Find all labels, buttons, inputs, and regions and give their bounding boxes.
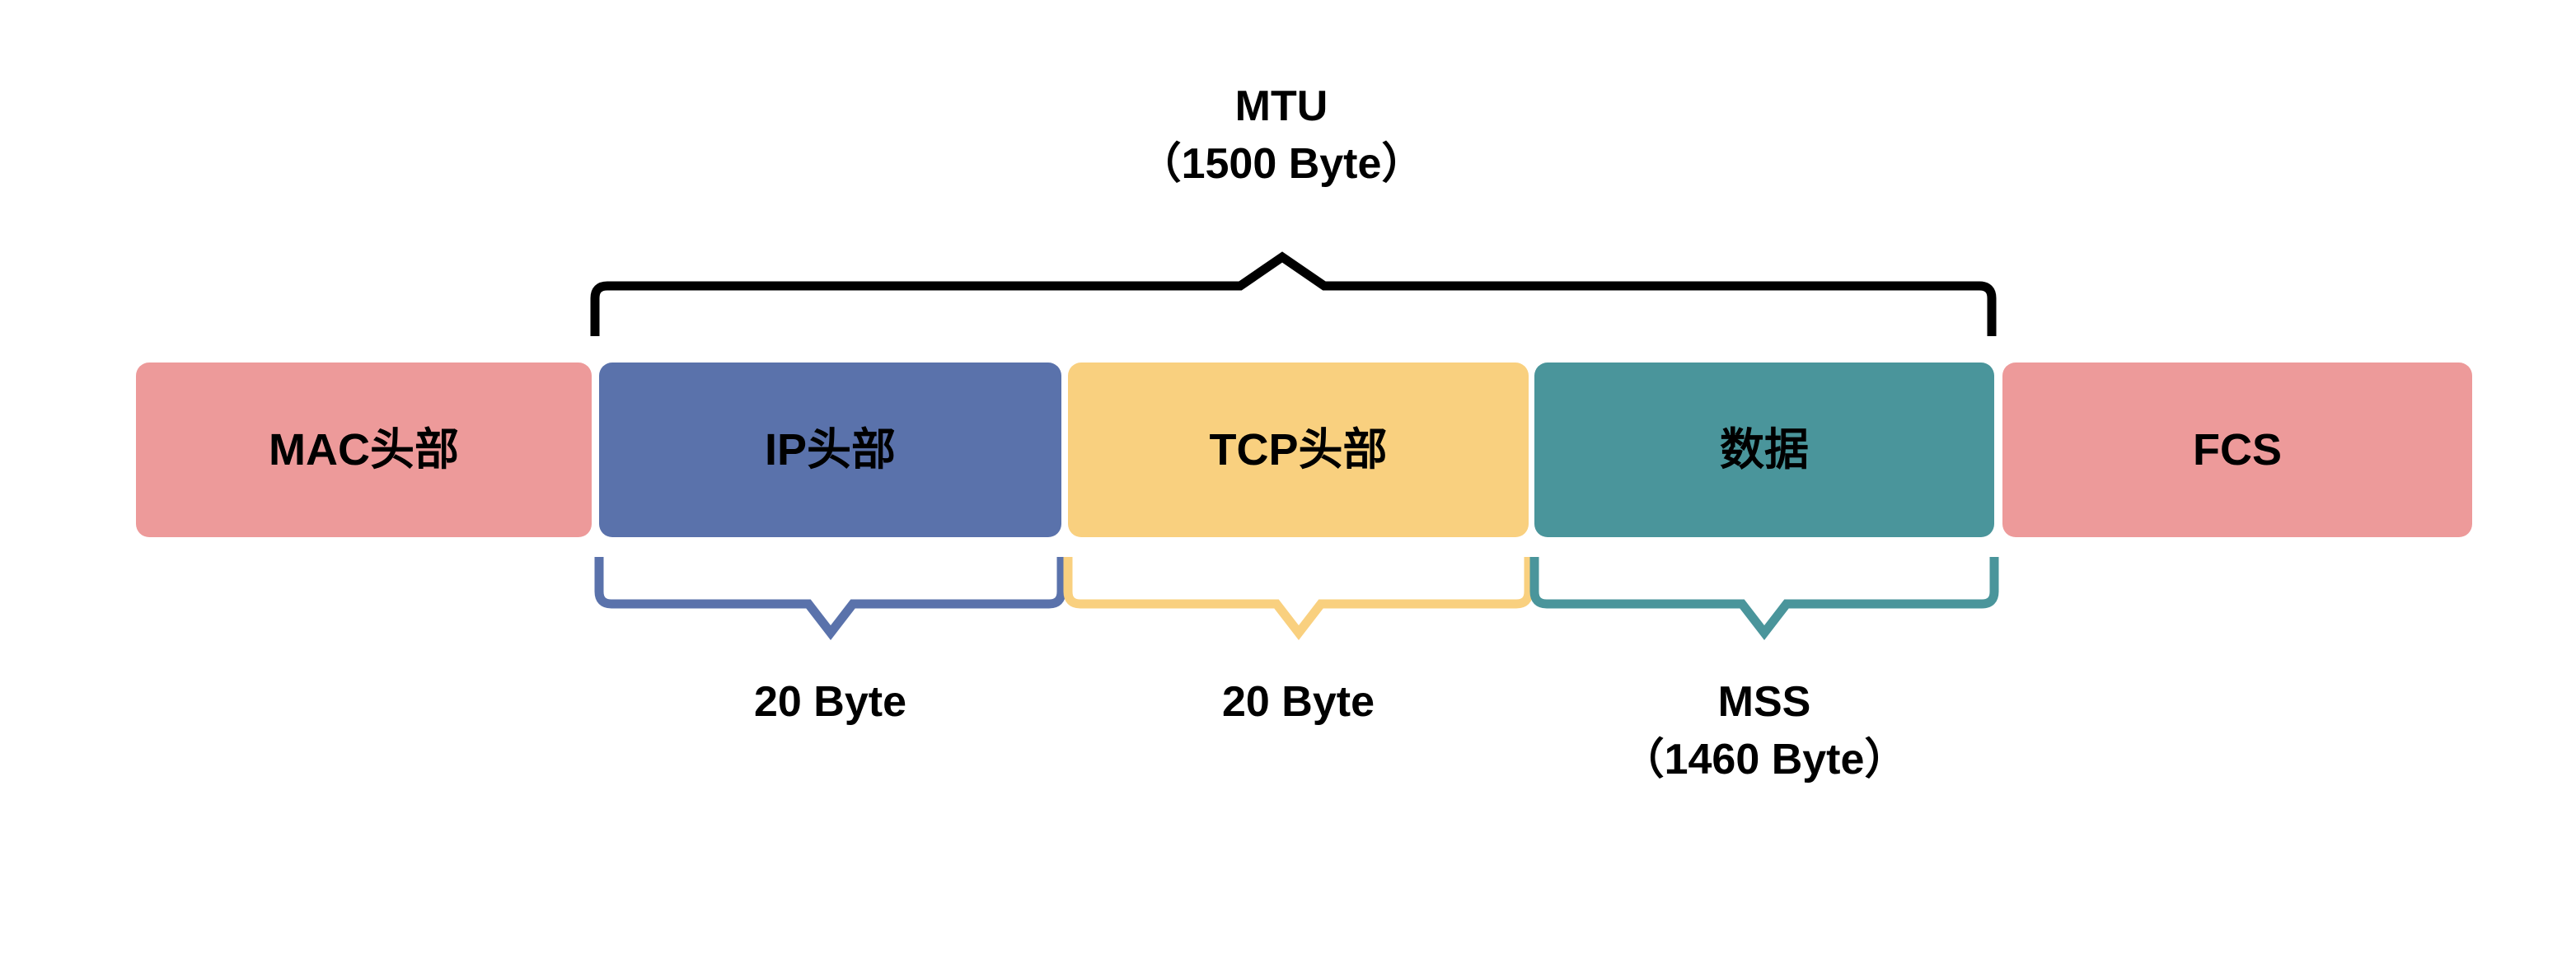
block-tcp-header-label: TCP头部 [1209, 425, 1388, 475]
tcp-size-bracket-icon [1063, 557, 1534, 641]
ip-size-label: 20 Byte [599, 674, 1061, 732]
block-ip-header[interactable]: IP头部 [599, 363, 1061, 537]
block-mac-header-label: MAC头部 [269, 425, 459, 475]
tcp-size-label: 20 Byte [1068, 674, 1529, 732]
block-data-label: 数据 [1720, 425, 1809, 475]
block-data[interactable]: 数据 [1534, 363, 1994, 537]
block-mac-header[interactable]: MAC头部 [136, 363, 592, 537]
tcp-size-label-line1: 20 Byte [1222, 678, 1375, 726]
block-fcs[interactable]: FCS [2002, 363, 2472, 537]
mtu-label-line2: （1500 Byte） [1138, 139, 1425, 188]
mtu-bracket-icon [590, 251, 1997, 336]
mtu-label-line1: MTU [1234, 82, 1328, 130]
block-ip-header-label: IP头部 [764, 425, 897, 475]
mss-label: MSS （1460 Byte） [1534, 674, 1994, 788]
mss-label-line1: MSS [1717, 678, 1811, 726]
mtu-label: MTU （1500 Byte） [964, 78, 1599, 193]
mss-label-line2: （1460 Byte） [1621, 735, 1908, 784]
mss-bracket-icon [1529, 557, 1999, 641]
ip-size-label-line1: 20 Byte [754, 678, 906, 726]
ip-size-bracket-icon [594, 557, 1066, 641]
block-fcs-label: FCS [2193, 425, 2282, 475]
frame-blocks-row: MAC头部 IP头部 TCP头部 数据 FCS [0, 363, 2576, 537]
block-tcp-header[interactable]: TCP头部 [1068, 363, 1529, 537]
